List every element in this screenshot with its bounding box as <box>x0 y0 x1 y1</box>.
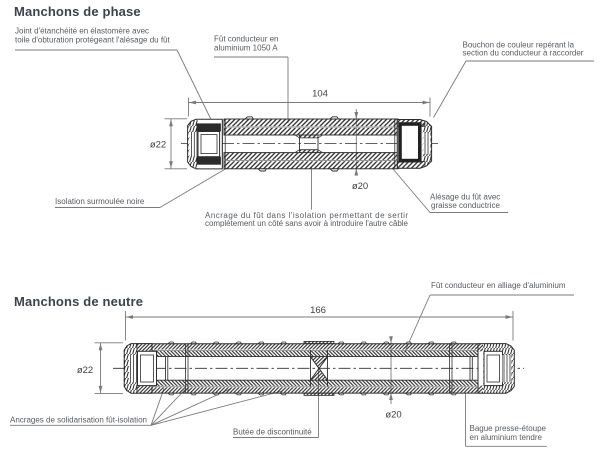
svg-text:Butée de discontinuité: Butée de discontinuité <box>233 427 312 436</box>
svg-text:Alésage du fût avec: Alésage du fût avec <box>430 193 500 202</box>
svg-text:Fût conducteur en: Fût conducteur en <box>214 35 278 44</box>
svg-text:ø22: ø22 <box>150 139 166 150</box>
svg-text:Ancrages de solidarisation fût: Ancrages de solidarisation fût-isolation <box>10 415 147 424</box>
svg-text:Bague presse-étoupe: Bague presse-étoupe <box>470 424 547 433</box>
svg-text:en aluminium tendre: en aluminium tendre <box>470 433 543 442</box>
svg-text:complètement un côté sans avoi: complètement un côté sans avoir à introd… <box>205 219 409 228</box>
svg-text:Fût conducteur en alliage d'al: Fût conducteur en alliage d'aluminium <box>431 281 566 290</box>
svg-text:Joint d'étanchéité en élastomè: Joint d'étanchéité en élastomère avec <box>15 27 149 36</box>
svg-text:ø20: ø20 <box>385 409 401 420</box>
svg-text:toile d'obturation protégeant: toile d'obturation protégeant l'alésage … <box>15 36 171 45</box>
svg-text:Bouchon de couleur repérant la: Bouchon de couleur repérant la <box>463 41 575 50</box>
svg-text:104: 104 <box>312 89 328 100</box>
svg-text:graisse conductrice: graisse conductrice <box>431 201 500 210</box>
svg-text:Ancrage du fût dans l'isol: Ancrage du fût dans l'isolation permetta… <box>205 211 408 220</box>
svg-text:166: 166 <box>310 305 326 316</box>
svg-text:Manchons de neutre: Manchons de neutre <box>14 294 143 309</box>
svg-text:aluminium 1050 A: aluminium 1050 A <box>214 44 278 53</box>
svg-text:section du conducteur à raccor: section du conducteur à raccorder <box>463 49 584 58</box>
svg-text:Isolation surmoulée noire: Isolation surmoulée noire <box>55 197 145 206</box>
svg-text:ø20: ø20 <box>352 181 368 192</box>
svg-text:Manchons de phase: Manchons de phase <box>14 4 141 19</box>
svg-text:ø22: ø22 <box>77 365 93 376</box>
